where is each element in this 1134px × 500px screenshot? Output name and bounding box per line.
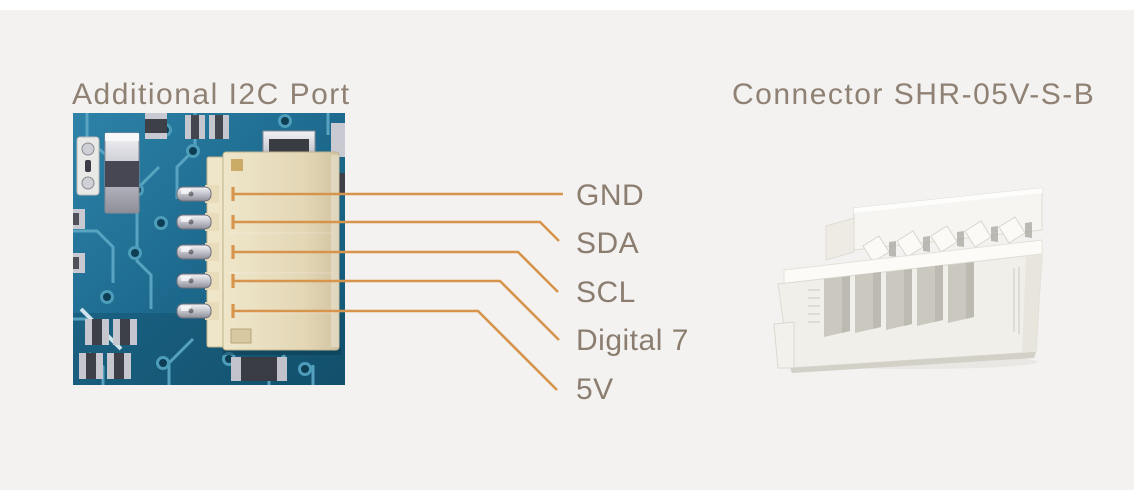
smd-component-bottom-right [231, 357, 287, 381]
pin-1-gnd [176, 185, 219, 203]
pin-label-digital7: Digital 7 [576, 324, 689, 357]
pin-label-scl: SCL [576, 276, 636, 309]
pin-2-sda [176, 213, 219, 231]
pin-label-sda: SDA [576, 227, 640, 260]
smd-led-component [76, 136, 100, 196]
connector-keying-notch-top [231, 159, 243, 171]
pcb-photo [73, 113, 345, 385]
housing-left-step [825, 217, 855, 261]
housing-side-ribs [808, 267, 1020, 334]
housing-cavities [824, 262, 974, 337]
housing-right-face [1022, 254, 1042, 354]
housing-latch-tabs [862, 216, 1032, 263]
pin-5-5v [176, 302, 219, 320]
housing-left-foot [773, 321, 795, 369]
right-section-title: Connector SHR-05V-S-B [732, 77, 1096, 111]
smd-bits-left-edge [73, 209, 85, 273]
left-section-title: Additional I2C Port [72, 77, 351, 111]
pin-label-gnd: GND [576, 179, 645, 212]
smd-resistors-top [145, 113, 229, 139]
i2c-port-pins [176, 185, 219, 320]
connector-photo [773, 187, 1043, 373]
pin-label-5v: 5V [576, 373, 614, 406]
connector-housing [773, 187, 1043, 373]
smd-diode-component [104, 132, 140, 214]
pin-3-scl [176, 243, 219, 261]
i2c-port-connector [206, 151, 341, 355]
connector-keying-notch-bottom [230, 328, 252, 344]
pin-4-digital7 [176, 272, 219, 290]
housing-top-highlight [854, 188, 1042, 213]
housing-bottom-shade [790, 352, 1036, 373]
smd-resistors-bottom [79, 319, 137, 379]
